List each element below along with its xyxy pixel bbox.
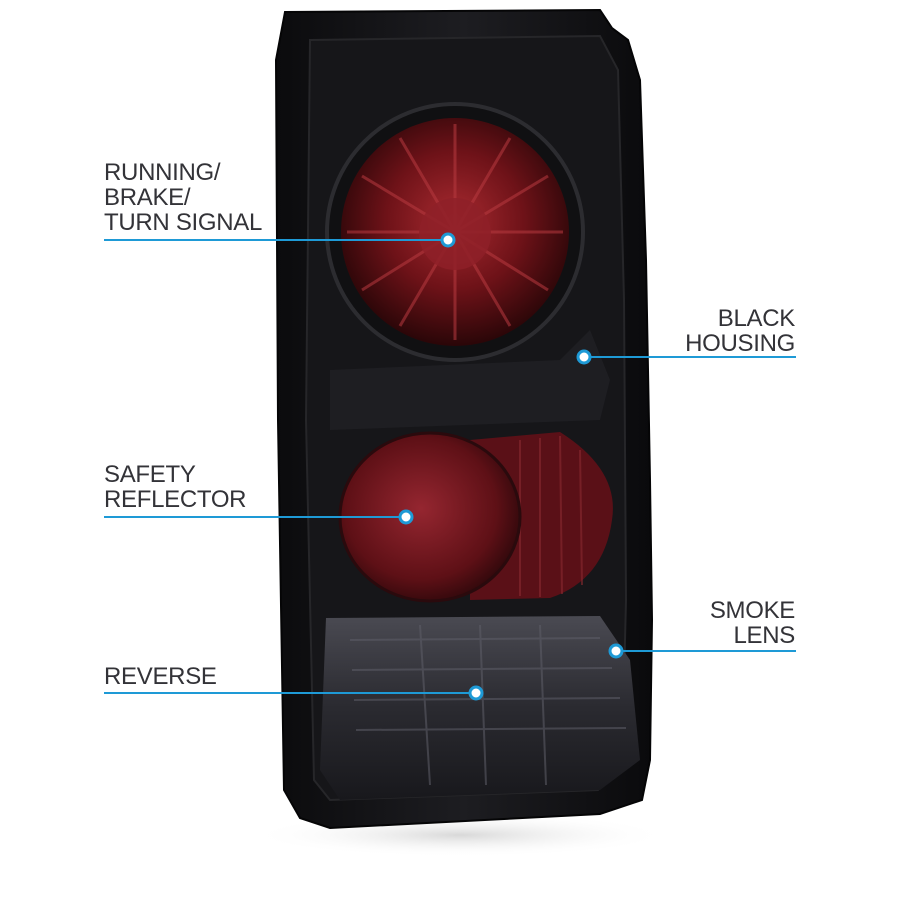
- callout-lines: [104, 239, 796, 694]
- housing-callout-dot: [576, 349, 592, 365]
- black-housing-label: BLACK HOUSING: [685, 305, 795, 357]
- reverse-label: REVERSE: [104, 663, 217, 690]
- smoke-lens-label: SMOKE LENS: [709, 597, 795, 649]
- smoke-lens-prisms: [349, 624, 627, 786]
- running-light-center: [419, 198, 491, 270]
- smoke-lens: [320, 616, 640, 800]
- reflector-callout-dot: [398, 509, 414, 525]
- running-brake-turn-signal-label: RUNNING/ BRAKE/ TURN SIGNAL: [104, 159, 263, 236]
- smoke-lens-callout-dot: [608, 643, 624, 659]
- callout-dots: [398, 232, 624, 701]
- running-light-callout-dot: [440, 232, 456, 248]
- reverse-callout-dot: [468, 685, 484, 701]
- safety-reflector-label: SAFETY REFLECTOR: [104, 461, 247, 513]
- housing-shelf: [330, 330, 610, 430]
